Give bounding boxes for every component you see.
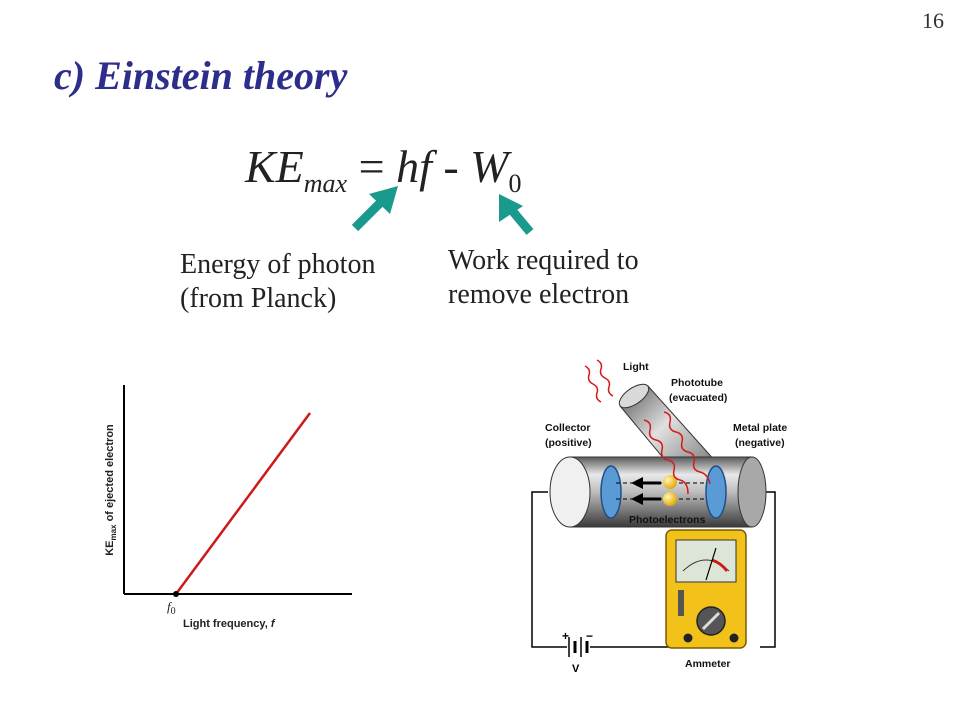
metal-plate-label-line1: Metal plate (733, 422, 787, 434)
einstein-equation: KEmax = hf - W0 (245, 140, 522, 199)
photon-energy-caption: Energy of photon (from Planck) (180, 248, 375, 316)
equation-hf: hf (396, 141, 432, 192)
photon-arrow-head (369, 186, 398, 214)
ammeter-display (675, 539, 737, 583)
ammeter-needle (705, 547, 717, 581)
page-number: 16 (922, 8, 944, 33)
ammeter-label: Ammeter (685, 658, 731, 670)
ammeter-terminal-right (729, 633, 739, 643)
slide-title: c) Einstein theory (54, 53, 348, 98)
ammeter-switch (678, 590, 684, 616)
equation-w: W (470, 141, 509, 192)
phototube-label-line1: Phototube (671, 377, 723, 389)
graph-ke-line (174, 412, 312, 595)
work-caption-line2: remove electron (448, 279, 630, 310)
graph-y-label: KEmax of ejected electron (104, 424, 118, 556)
metal-plate-electrode (705, 465, 727, 519)
photon-caption-line2: (from Planck) (180, 283, 337, 314)
photon-arrow-shaft (351, 195, 388, 232)
equation-ke: KE (245, 141, 304, 192)
ke-vs-frequency-graph: KEmax of ejected electron f0 Light frequ… (104, 385, 352, 630)
threshold-frequency-point (173, 591, 179, 597)
equation-ke-subscript: max (303, 169, 348, 198)
collector-label-line1: Collector (545, 422, 591, 434)
battery-icon (568, 637, 589, 657)
graph-x-label: Light frequency, f (183, 618, 276, 630)
photoelectric-apparatus: + − V Light Phototube (531, 359, 787, 675)
circuit-wire-left (531, 491, 567, 648)
collector-label-line2: (positive) (545, 437, 592, 449)
light-label: Light (623, 361, 649, 373)
equation-equals: = (358, 141, 385, 192)
ammeter-icon (665, 529, 747, 649)
threshold-frequency-label: f0 (167, 599, 176, 617)
phototube-arm-opening (618, 383, 650, 409)
work-arrow-head (499, 194, 523, 222)
voltage-label: V (572, 663, 580, 675)
battery-plus-label: + (562, 629, 569, 643)
ammeter-terminal-left (683, 633, 693, 643)
photon-caption-line1: Energy of photon (180, 249, 376, 280)
photoelectrons-label: Photoelectrons (629, 514, 706, 526)
phototube-left-end (549, 456, 591, 528)
photoelectron-1 (663, 475, 677, 489)
work-function-caption: Work required to remove electron (448, 244, 639, 312)
equation-minus: - (443, 141, 459, 192)
phototube-label-line2: (evacuated) (669, 392, 727, 404)
phototube-right-end (737, 456, 767, 528)
photon-arrow (351, 186, 398, 232)
work-caption-line1: Work required to (448, 245, 639, 276)
metal-plate-label-line2: (negative) (735, 437, 785, 449)
light-rays (584, 359, 711, 495)
work-arrow (499, 194, 534, 235)
circuit-wire-right (760, 491, 776, 648)
battery-minus-label: − (586, 629, 593, 643)
equation-w-subscript: 0 (508, 169, 522, 198)
photoelectron-2 (663, 492, 677, 506)
collector-electrode (600, 465, 622, 519)
